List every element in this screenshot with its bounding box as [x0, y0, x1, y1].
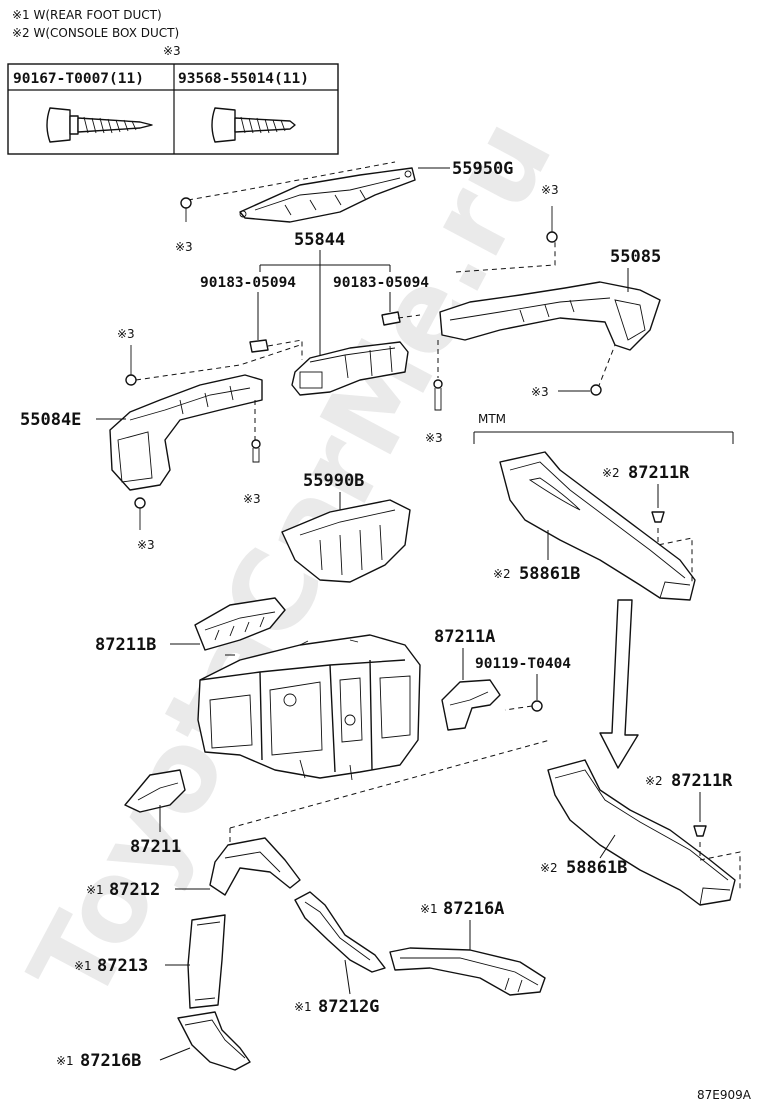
- part-55990b: [281, 499, 411, 583]
- table-mark-3: ※3: [163, 44, 181, 58]
- heater-unit: [197, 634, 421, 781]
- part-87212g: [294, 891, 386, 973]
- label-55844: 55844: [294, 230, 345, 250]
- mark-3: ※3: [117, 327, 135, 341]
- part-87216b: [177, 1011, 251, 1071]
- bolt-part-93568: 93568-55014(11): [178, 71, 309, 87]
- label-87212: 87212: [109, 880, 160, 900]
- clip-icon: [381, 311, 401, 326]
- mark-1: ※1: [294, 1000, 312, 1014]
- part-55844: [291, 341, 409, 396]
- mark-1: ※1: [74, 959, 92, 973]
- diagram-code: 87E909A: [697, 1088, 752, 1102]
- part-55950g: [239, 167, 416, 223]
- bolt-part-90167: 90167-T0007(11): [13, 71, 144, 87]
- label-55084e: 55084E: [20, 410, 81, 430]
- screw-icon: [251, 439, 261, 463]
- part-87213: [187, 914, 226, 1009]
- label-mtm: MTM: [478, 412, 506, 426]
- clip-icon: [693, 825, 707, 837]
- label-87211r-top: 87211R: [628, 463, 690, 483]
- part-55084e: [109, 374, 263, 491]
- mark-3: ※3: [541, 183, 559, 197]
- label-55950g: 55950G: [452, 159, 513, 179]
- mark-3: ※3: [425, 431, 443, 445]
- fastener-table: ※3 90167-T0007(11) 93568-55014(11): [7, 44, 339, 155]
- clip-icon: [546, 206, 558, 243]
- note-console-box-duct: ※2 W(CONSOLE BOX DUCT): [12, 26, 179, 40]
- part-87211a: [441, 679, 501, 731]
- label-87216a: 87216A: [443, 899, 504, 919]
- part-58861b-top: [499, 451, 696, 601]
- mark-3: ※3: [137, 538, 155, 552]
- screw-icon: [211, 107, 296, 143]
- arrow-down-icon: [599, 599, 639, 769]
- label-90183-right: 90183-05094: [333, 275, 429, 291]
- label-87216b: 87216B: [80, 1051, 141, 1071]
- part-87212: [209, 837, 301, 896]
- label-90119: 90119-T0404: [475, 656, 571, 672]
- clip-icon: [590, 384, 602, 396]
- mark-1: ※1: [86, 883, 104, 897]
- label-87211a: 87211A: [434, 627, 495, 647]
- screw-icon: [433, 379, 443, 411]
- label-87211: 87211: [130, 837, 181, 857]
- part-58861b-bottom: [547, 759, 736, 906]
- clip-icon: [125, 345, 137, 386]
- mark-3: ※3: [531, 385, 549, 399]
- label-87212g: 87212G: [318, 997, 379, 1017]
- mark-2: ※2: [645, 774, 663, 788]
- mark-2: ※2: [493, 567, 511, 581]
- label-90183-left: 90183-05094: [200, 275, 296, 291]
- clip-icon: [134, 497, 146, 530]
- label-58861b-top: 58861B: [519, 564, 580, 584]
- part-55085: [439, 281, 661, 351]
- clip-icon: [531, 700, 543, 712]
- part-87211: [124, 769, 186, 813]
- label-55990b: 55990B: [303, 471, 364, 491]
- screw-icon: [46, 107, 153, 143]
- clip-icon: [651, 511, 665, 523]
- label-55085: 55085: [610, 247, 661, 267]
- part-87211b: [194, 597, 286, 651]
- mark-3: ※3: [243, 492, 261, 506]
- mark-1: ※1: [420, 902, 438, 916]
- mark-1: ※1: [56, 1054, 74, 1068]
- mark-3: ※3: [175, 240, 193, 254]
- mark-2: ※2: [540, 861, 558, 875]
- clip-icon: [249, 339, 269, 353]
- label-87211b: 87211B: [95, 635, 156, 655]
- label-58861b-bottom: 58861B: [566, 858, 627, 878]
- clip-icon: [180, 197, 192, 222]
- label-87213: 87213: [97, 956, 148, 976]
- part-87216a: [389, 947, 546, 996]
- note-rear-foot-duct: ※1 W(REAR FOOT DUCT): [12, 8, 162, 22]
- label-87211r-bottom: 87211R: [671, 771, 733, 791]
- mark-2: ※2: [602, 466, 620, 480]
